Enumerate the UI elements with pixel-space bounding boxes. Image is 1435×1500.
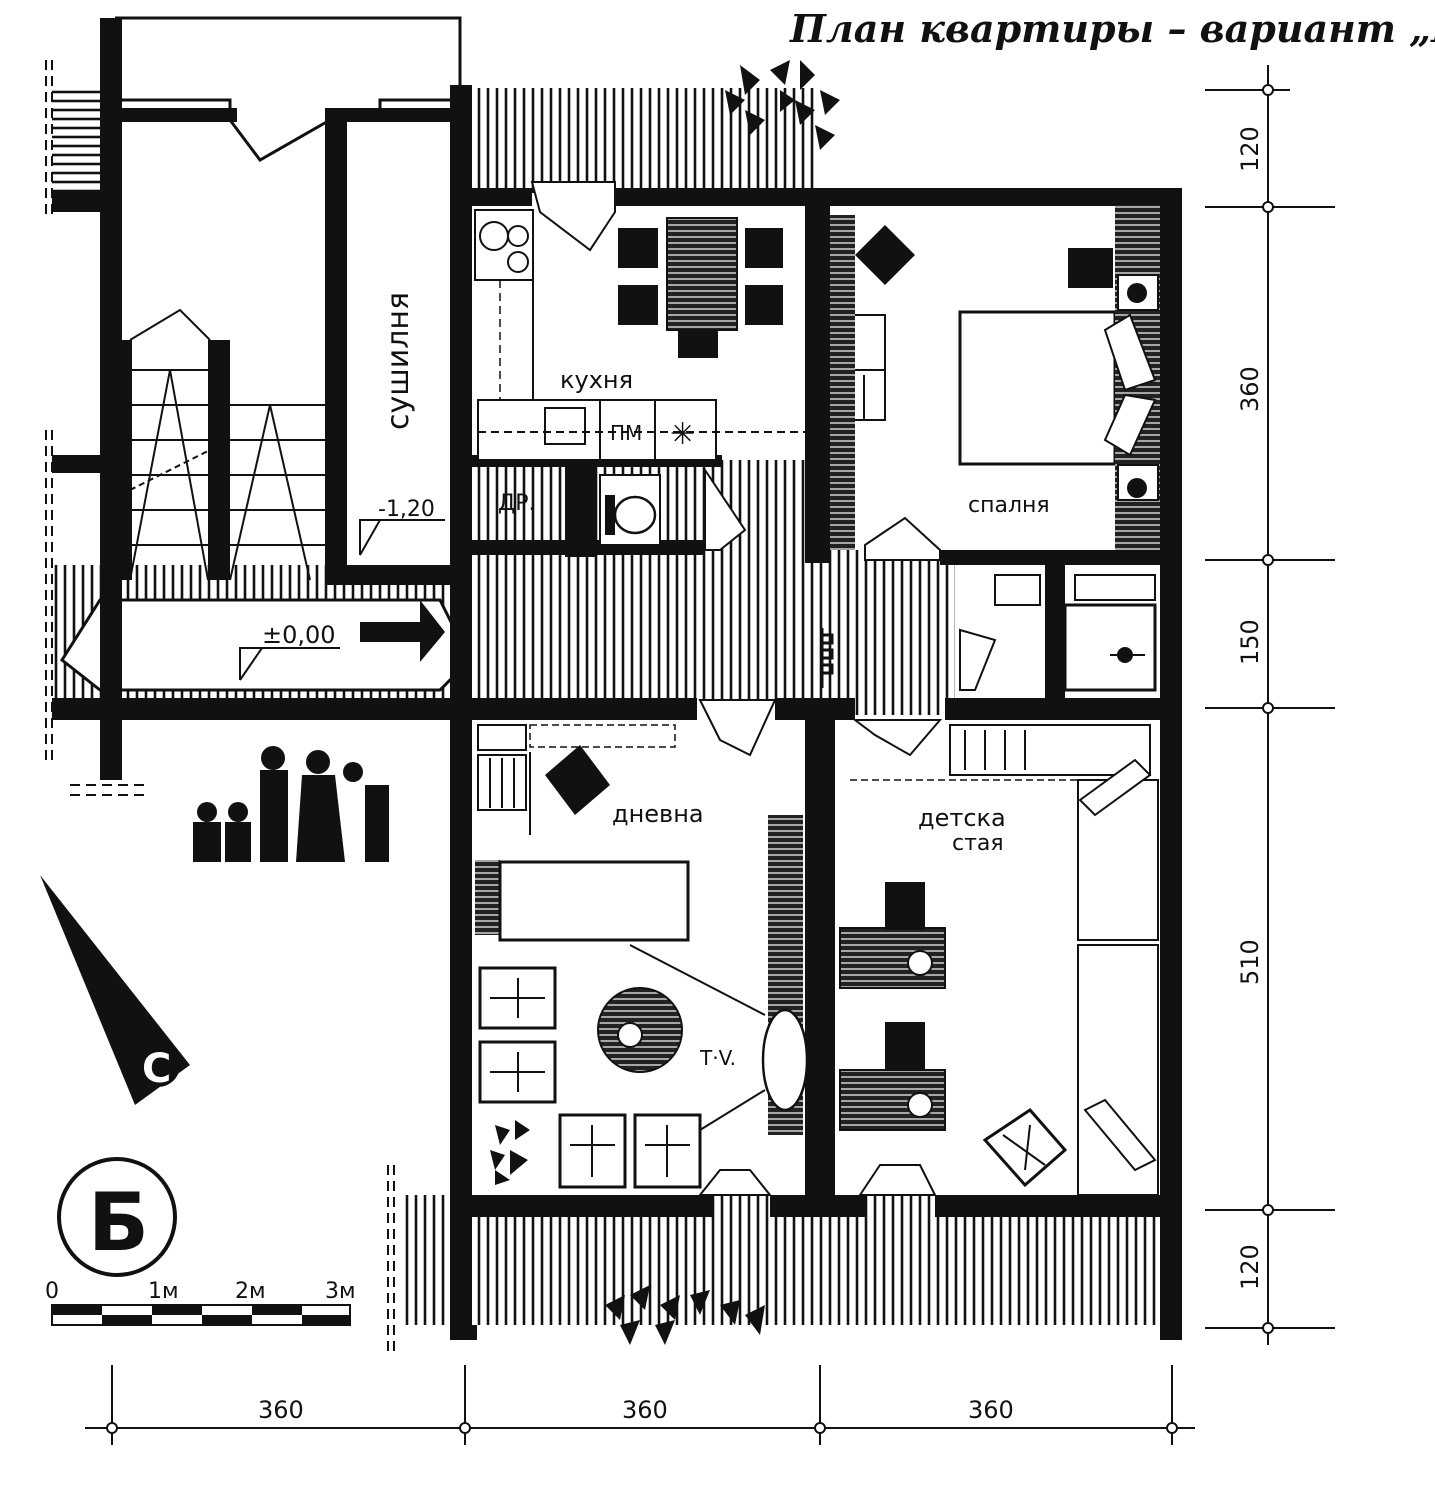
svg-text:±0,00: ±0,00: [262, 621, 336, 649]
bedroom-furniture: [829, 205, 1160, 561]
dim-h-2: 360: [622, 1396, 668, 1424]
room-label-kids-line2: стая: [952, 831, 1004, 856]
scale-label: 1м: [148, 1279, 179, 1304]
level-marker-ground: ±0,00: [239, 621, 340, 681]
room-label-bedroom: спалня: [968, 493, 1050, 518]
boundary-dashes: [45, 60, 395, 1355]
dim-h-3: 360: [968, 1396, 1014, 1424]
svg-text:-1,20: -1,20: [378, 497, 435, 522]
plant-icon: [605, 1285, 765, 1345]
north-arrow-icon: С: [40, 875, 190, 1105]
scale-label: 3м: [325, 1279, 356, 1304]
room-label-kids-line1: детска: [918, 804, 1006, 832]
entry-arrow-icon: [360, 600, 445, 662]
kitchen-furniture: ПМ ✳: [474, 181, 805, 461]
family-icon: [193, 746, 389, 862]
living-furniture: [472, 699, 809, 1196]
svg-text:С: С: [142, 1046, 171, 1092]
room-label-living: дневна: [612, 800, 704, 828]
plant-icon: [725, 60, 840, 150]
svg-text:✳: ✳: [670, 417, 695, 452]
plan-title: План квартиры – вариант „Б“: [790, 6, 1435, 51]
toilet: [599, 466, 747, 551]
balcony-top: [465, 88, 815, 193]
bathroom: [959, 574, 1157, 692]
variant-badge: Б: [57, 1157, 177, 1277]
dim-v-4: 510: [1236, 939, 1264, 985]
plant-icon: [490, 1120, 530, 1185]
dim-v-1: 120: [1236, 126, 1264, 172]
dim-h-1: 360: [258, 1396, 304, 1424]
svg-text:Б: Б: [88, 1176, 149, 1269]
scale-label: 0: [45, 1279, 59, 1304]
level-marker-down: -1,20: [359, 497, 445, 556]
tv-label: Т·V.: [699, 1046, 736, 1070]
scale-bar: 0 1м 2м 3м: [45, 1279, 356, 1326]
dim-v-3: 150: [1236, 619, 1264, 665]
walls: [52, 18, 1182, 1340]
svg-text:ПМ: ПМ: [610, 421, 642, 445]
staircase: [129, 308, 325, 581]
pantry-label: ДР.: [498, 491, 535, 516]
corridor-floor: [805, 540, 955, 715]
room-label-dryer: сушилня: [381, 292, 416, 430]
dryer-room: [347, 122, 450, 565]
stair-outline: [113, 16, 462, 162]
windows: [125, 113, 1150, 1206]
radiator: [820, 628, 834, 688]
room-label-kitchen: кухня: [560, 366, 633, 394]
kids-furniture: [835, 719, 1160, 1196]
dim-v-5: 120: [1236, 1244, 1264, 1290]
dimension-ticks: [106, 84, 1274, 1434]
scale-label: 2м: [235, 1279, 266, 1304]
dim-v-2: 360: [1236, 366, 1264, 412]
balcony-left: [52, 88, 107, 193]
